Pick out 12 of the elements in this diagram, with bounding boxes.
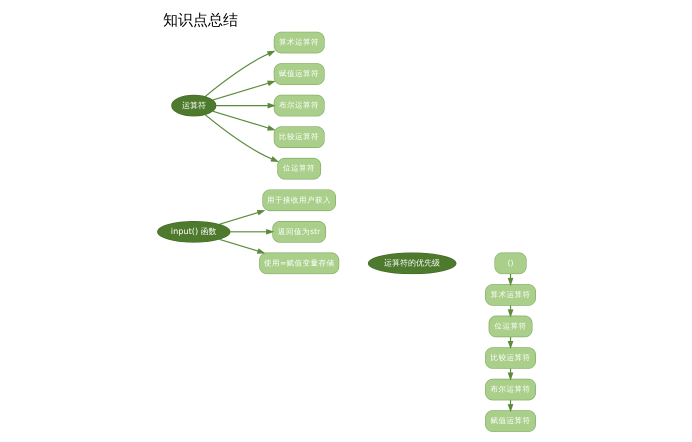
- arrow: [216, 102, 276, 108]
- node-ellipse: 运算符: [170, 94, 216, 116]
- arrow: [204, 114, 279, 162]
- diagram-title: 知识点总结: [162, 10, 238, 29]
- arrow: [212, 110, 276, 131]
- arrow: [230, 228, 274, 235]
- arrow: [212, 80, 276, 101]
- node-ellipse: 运算符的优先级: [367, 252, 456, 274]
- node-ellipse: input() 函数: [156, 221, 230, 243]
- arrow: [218, 238, 265, 254]
- arrow: [218, 210, 265, 225]
- arrow: [204, 50, 276, 97]
